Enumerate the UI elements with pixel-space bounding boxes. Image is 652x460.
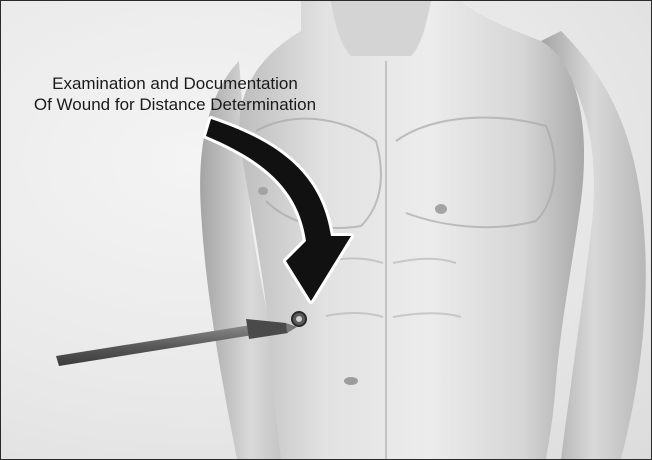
- torso: [239, 1, 584, 459]
- right-nipple: [435, 204, 447, 214]
- caption-line-1: Examination and Documentation: [25, 73, 325, 94]
- caption: Examination and Documentation Of Wound f…: [25, 73, 325, 115]
- neck: [331, 1, 431, 56]
- navel: [344, 377, 358, 385]
- left-nipple: [258, 187, 268, 195]
- wound-marker-icon: [292, 312, 306, 326]
- caption-line-2: Of Wound for Distance Determination: [25, 94, 325, 115]
